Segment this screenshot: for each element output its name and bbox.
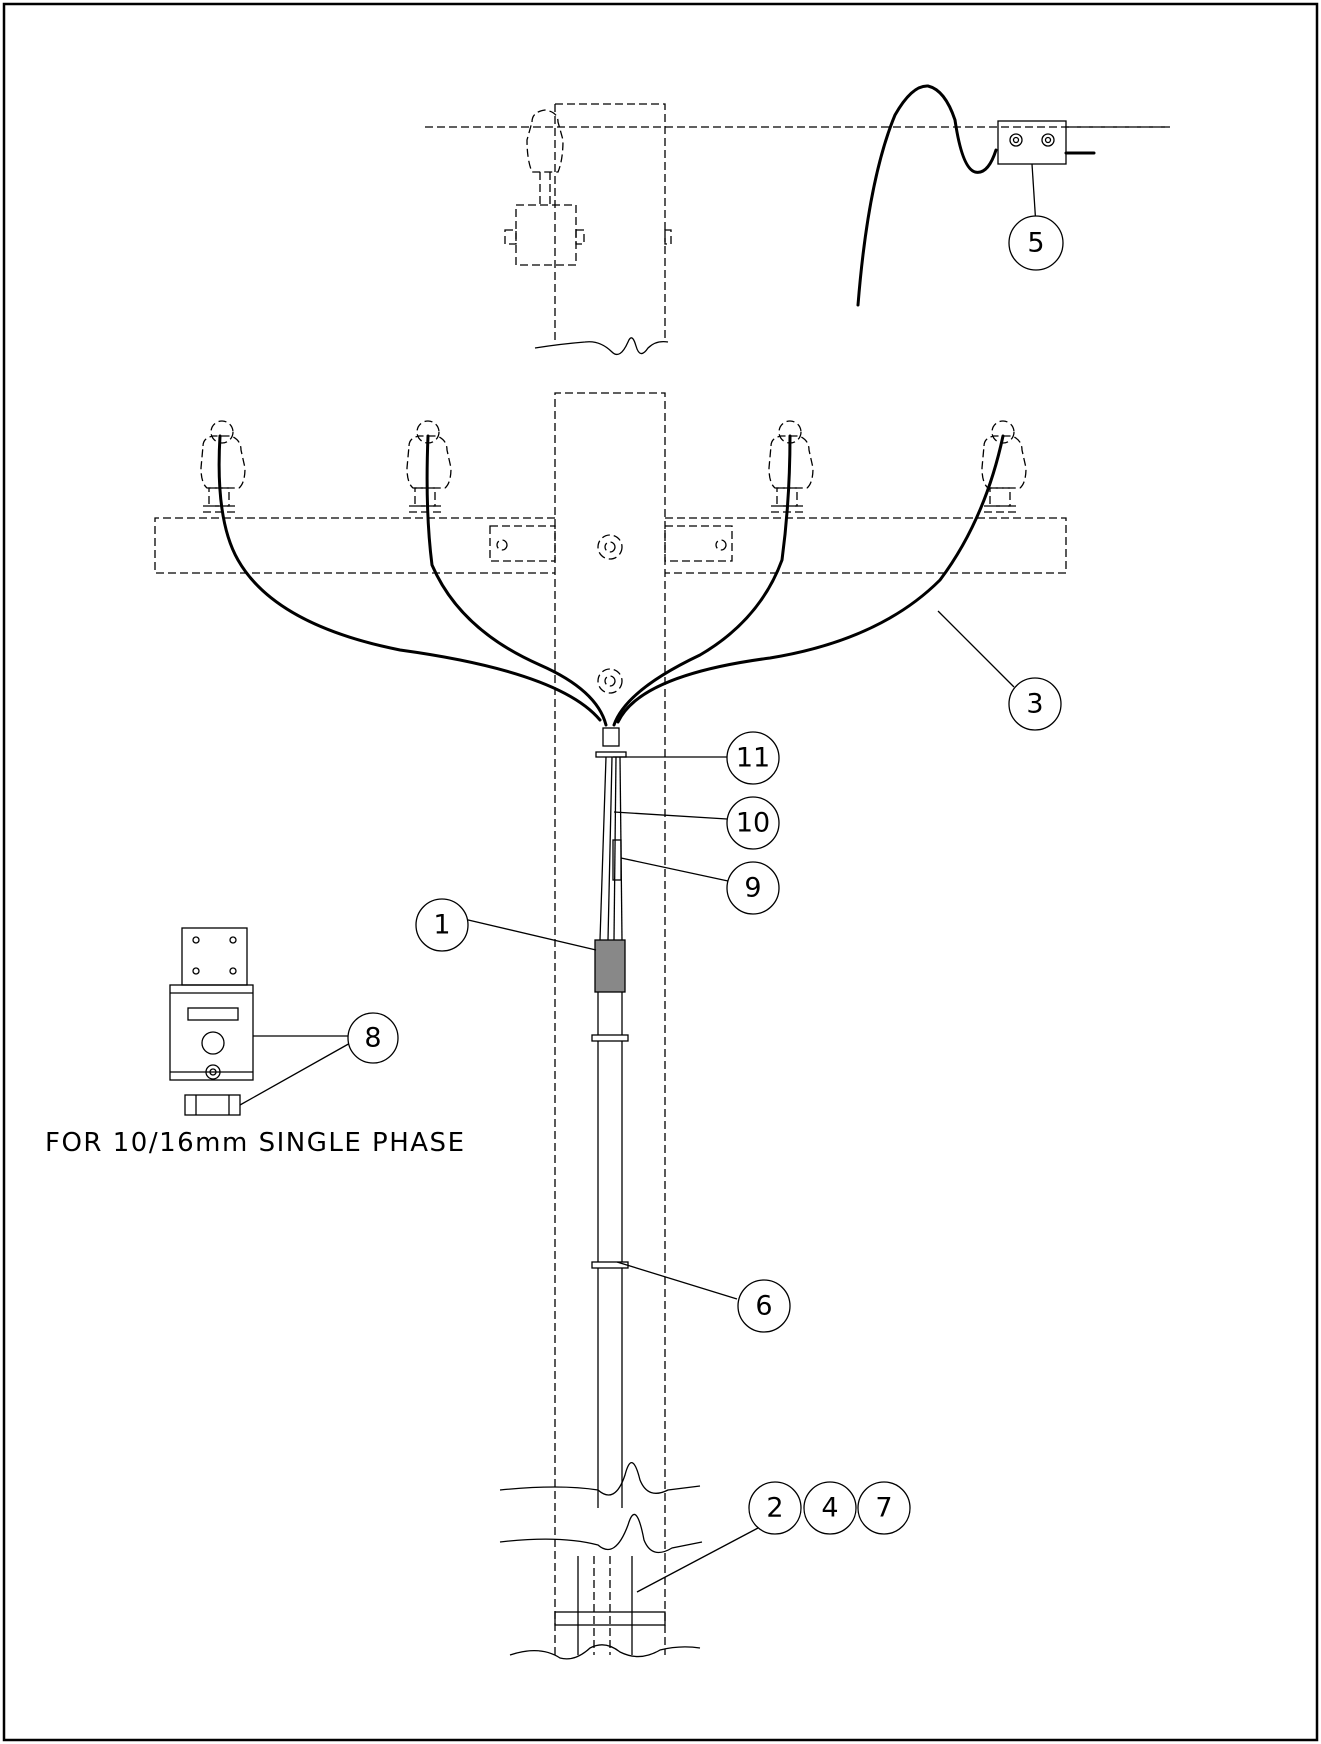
callout-10: 10 bbox=[726, 796, 780, 850]
svg-text:10: 10 bbox=[736, 808, 770, 839]
svg-text:4: 4 bbox=[821, 1493, 838, 1524]
callout-4: 4 bbox=[803, 1481, 857, 1535]
callout-11: 11 bbox=[726, 731, 780, 785]
svg-text:9: 9 bbox=[744, 873, 761, 904]
svg-text:11: 11 bbox=[736, 743, 770, 774]
svg-text:8: 8 bbox=[364, 1023, 381, 1054]
callout-7: 7 bbox=[857, 1481, 911, 1535]
callout-8: 8 bbox=[347, 1012, 399, 1064]
callout-3: 3 bbox=[1008, 677, 1062, 731]
callout-6: 6 bbox=[737, 1279, 791, 1333]
svg-text:6: 6 bbox=[755, 1291, 772, 1322]
down-conduit bbox=[499, 727, 703, 1660]
upper-pole-detail bbox=[425, 103, 1170, 356]
callout-1: 1 bbox=[415, 898, 469, 952]
callout-9: 9 bbox=[726, 861, 780, 915]
callouts: 5 3 11 10 9 1 8 6 bbox=[347, 215, 1064, 1535]
insulator-2 bbox=[406, 420, 452, 513]
insulator-4 bbox=[981, 420, 1027, 513]
mounting-plate bbox=[181, 927, 248, 986]
svg-text:1: 1 bbox=[433, 910, 450, 941]
svg-text:7: 7 bbox=[875, 1493, 892, 1524]
pin-insulators bbox=[200, 420, 1027, 513]
meter-detail: FOR 10/16mm SINGLE PHASE bbox=[45, 927, 466, 1158]
service-connector-detail bbox=[856, 84, 1170, 307]
leader-lines bbox=[239, 163, 1037, 1593]
meter-terminal bbox=[184, 1094, 241, 1116]
svg-text:3: 3 bbox=[1026, 689, 1043, 720]
insulator-1 bbox=[200, 420, 246, 513]
meter-note: FOR 10/16mm SINGLE PHASE bbox=[45, 1128, 466, 1158]
meter-box bbox=[169, 984, 254, 1081]
main-pole bbox=[154, 392, 1067, 1655]
svg-text:5: 5 bbox=[1027, 228, 1044, 259]
callout-2: 2 bbox=[748, 1481, 802, 1535]
svg-text:2: 2 bbox=[766, 1493, 783, 1524]
service-cables bbox=[217, 434, 1005, 727]
callout-5: 5 bbox=[1008, 215, 1064, 271]
